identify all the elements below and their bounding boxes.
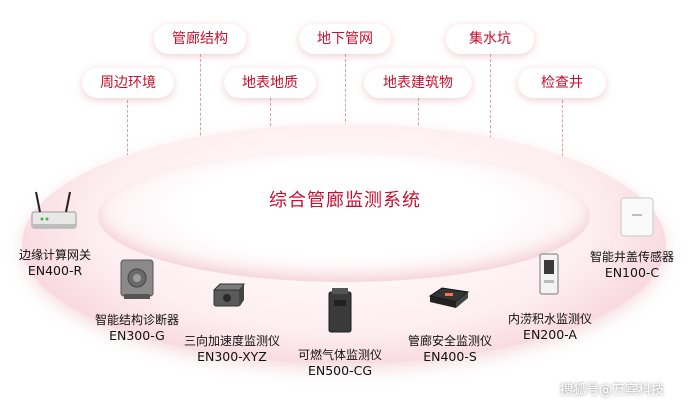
center-title: 综合管廊监测系统 <box>269 190 421 211</box>
waterlogging-image <box>539 253 559 295</box>
category-surface-buildings: 地表建筑物 <box>364 68 472 98</box>
device-name: 三向加速度监测仪 <box>183 334 280 348</box>
category-surface-geology: 地表地质 <box>224 68 316 98</box>
device-name: 边缘计算网关 <box>18 248 91 262</box>
edge-gateway-image <box>31 191 77 229</box>
device-manhole-sensor: 智能井盖传感器 EN100-C <box>578 250 686 280</box>
device-waterlogging: 内涝积水监测仪 EN200-A <box>496 312 604 342</box>
device-model: EN300-XYZ <box>197 349 267 364</box>
category-label: 地表建筑物 <box>383 75 453 91</box>
device-model: EN500-CG <box>307 363 373 378</box>
device-name: 智能结构诊断器 <box>94 313 179 327</box>
device-structure-diagnostic: 智能结构诊断器 EN300-G <box>82 313 192 343</box>
category-surroundings: 周边环境 <box>82 68 174 98</box>
structure-diagnostic-image <box>120 259 154 299</box>
device-gas-monitor: 可燃气体监测仪 EN500-CG <box>286 348 394 378</box>
device-name: 可燃气体监测仪 <box>297 348 382 362</box>
category-label: 地表地质 <box>242 75 298 91</box>
device-corridor-safety: 管廊安全监测仪 EN400-S <box>396 334 504 364</box>
connector-corridor-structure <box>200 54 201 150</box>
corridor-safety-image <box>428 287 470 308</box>
platform-inner-surface <box>98 150 590 282</box>
accelerometer-image <box>212 283 245 307</box>
category-inspection-well: 检查井 <box>518 68 606 98</box>
device-edge-gateway: 边缘计算网关 EN400-R <box>6 248 104 278</box>
device-model: EN100-C <box>604 265 660 280</box>
category-label: 地下管网 <box>317 31 373 47</box>
category-label: 集水坑 <box>469 31 511 47</box>
connector-sump-pit <box>490 54 491 184</box>
connector-surroundings <box>127 100 128 166</box>
category-label: 周边环境 <box>100 75 156 91</box>
watermark: 搜狐号@万宾科技 <box>560 383 665 398</box>
category-label: 检查井 <box>541 75 583 91</box>
manhole-sensor-image <box>620 197 654 237</box>
category-underground-pipe-network: 地下管网 <box>299 24 391 54</box>
device-model: EN300-G <box>109 328 165 343</box>
connector-inspection-well <box>562 100 563 166</box>
device-model: EN400-R <box>27 263 83 278</box>
device-name: 内涝积水监测仪 <box>507 312 592 326</box>
device-name: 智能井盖传感器 <box>589 250 674 264</box>
category-corridor-structure: 管廊结构 <box>154 24 246 54</box>
connector-underground-pipe-network <box>345 54 346 186</box>
category-label: 管廊结构 <box>172 31 228 47</box>
category-sump-pit: 集水坑 <box>446 24 534 54</box>
device-model: EN200-A <box>523 327 577 342</box>
device-name: 管廊安全监测仪 <box>407 334 492 348</box>
device-accelerometer: 三向加速度监测仪 EN300-XYZ <box>176 334 288 364</box>
gas-monitor-image <box>328 288 352 333</box>
device-model: EN400-S <box>423 349 477 364</box>
